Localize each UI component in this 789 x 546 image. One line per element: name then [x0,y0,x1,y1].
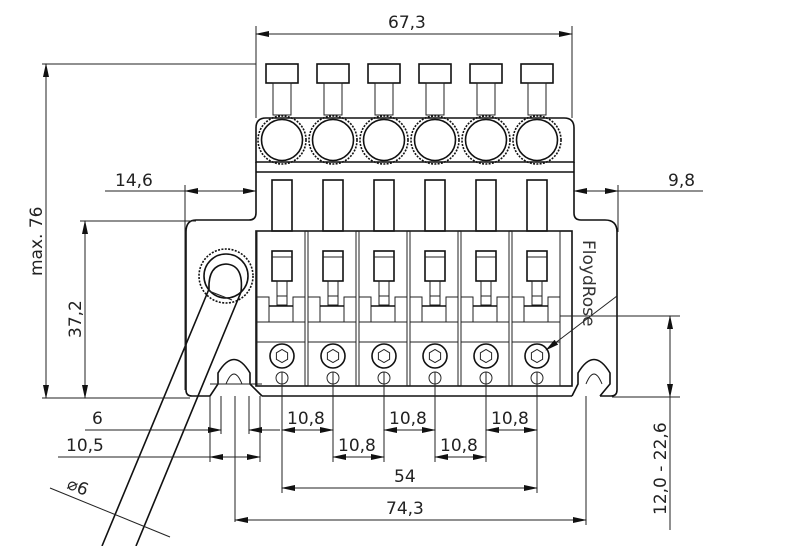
hex-socket [479,348,493,364]
left-post-notch [209,358,263,397]
hex-socket [377,348,391,364]
hex-socket [530,348,544,364]
lock-screw [531,280,543,306]
arm-tip [208,263,243,293]
tuner-knob-knurl [461,115,511,165]
saddle-screw [320,343,346,369]
brand-text: FloydRose [578,240,598,327]
dim-string-spacing-3: 10,8 [389,409,427,429]
saddle-screw [371,343,397,369]
tuner-cap [418,63,452,84]
saddle [256,230,306,387]
saddle-screw [473,343,499,369]
tuner-shaft [476,82,496,116]
dim-max-height: max. 76 [27,207,47,276]
dim-string-spacing-1: 10,8 [287,409,325,429]
saddle [307,230,357,387]
tuner-post [271,179,293,232]
string-unit [409,63,460,387]
dim-base-height: 37,2 [66,300,86,338]
saddle [511,230,561,387]
lock-screw [480,280,492,306]
tuner-knob-knurl [359,115,409,165]
string-unit [256,63,307,387]
hex-socket [275,348,289,364]
string-lock-block [322,250,344,282]
dimensions: 67,3 max. 76 14,6 9,8 37,2 6 10,5 [27,13,703,538]
lock-screw [327,280,339,306]
tuner-knob [311,118,355,162]
tuner-knob [413,118,457,162]
string-units [256,63,562,387]
tuner-cap [469,63,503,84]
tuner-shaft [272,82,292,116]
tuner-knob-knurl [257,115,307,165]
hex-socket [326,348,340,364]
dim-overall-top-width: 67,3 [388,13,426,33]
dim-left-overhang: 14,6 [115,171,153,191]
string-lock-block [526,250,548,282]
tuner-post [373,179,395,232]
lock-screw [429,280,441,306]
tuner-knob-knurl [410,115,460,165]
saddle-block [255,230,573,387]
saddle [409,230,459,387]
tuner-cap [316,63,350,84]
lock-screw [378,280,390,306]
tuner-knob-knurl [512,115,562,165]
tuner-knob [362,118,406,162]
arm-socket-knurl [198,248,254,304]
tuner-shaft [425,82,445,116]
string-unit [307,63,358,387]
string-unit [460,63,511,387]
tuner-shaft [374,82,394,116]
tuner-knob [464,118,508,162]
string-lock-block [373,250,395,282]
tuner-knob [515,118,559,162]
dim-arm-diameter: ⌀6 [64,474,91,500]
tuner-cap [367,63,401,84]
tuner-post [424,179,446,232]
saddle-screw [269,343,295,369]
string-unit [358,63,409,387]
saddle-screw [524,343,550,369]
tuner-shaft [323,82,343,116]
lock-screw [276,280,288,306]
string-lock-block [475,250,497,282]
dim-post-slot-width: 10,5 [66,436,104,456]
dim-string-spacing-2: 10,8 [338,436,376,456]
string-unit [511,63,562,387]
dim-post-to-post: 74,3 [386,499,424,519]
tuner-post [322,179,344,232]
tuner-knob-knurl [308,115,358,165]
string-lock-block [424,250,446,282]
tuner-post [526,179,548,232]
dim-right-overhang: 9,8 [668,171,695,191]
tuner-knob [260,118,304,162]
tuner-cap [520,63,554,84]
dim-string-spacing-5: 10,8 [491,409,529,429]
tremolo-arm [101,248,254,546]
tuner-post [475,179,497,232]
dim-post-width: 6 [92,409,103,429]
leader-saddle-screw [545,295,618,351]
dim-action-height-range: 12,0 - 22,6 [651,422,671,515]
tuner-cap [265,63,299,84]
saddle [460,230,510,387]
string-lock-block [271,250,293,282]
base-plate-right-edge [573,162,618,397]
tuner-housing [255,117,575,163]
hex-socket [428,348,442,364]
dim-outer-string-span: 54 [394,467,416,487]
base-plate-left-edge [185,162,257,397]
tuner-shaft [527,82,547,116]
right-post-notch [571,358,611,397]
saddle [358,230,408,387]
dim-string-spacing-4: 10,8 [440,436,478,456]
bridge-body [185,117,618,397]
saddle-screw [422,343,448,369]
